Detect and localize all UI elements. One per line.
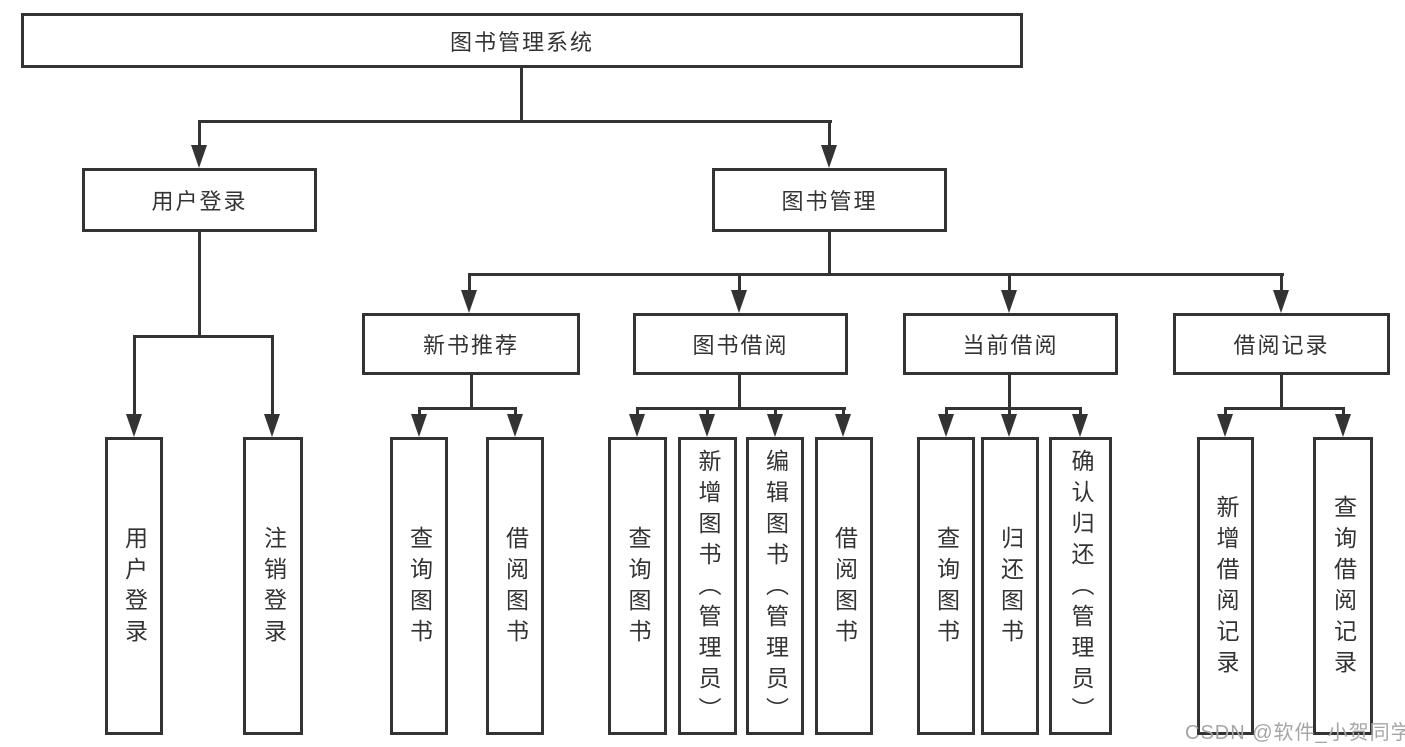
node-label: 图书借阅 xyxy=(692,333,789,358)
node-leaf-borrow-books: 借阅图书 xyxy=(815,437,873,735)
node-label: 新增图书（管理员） xyxy=(695,448,721,728)
node-label: 编辑图书（管理员） xyxy=(762,448,789,728)
connector-line xyxy=(1224,407,1227,417)
connector-line xyxy=(1342,407,1345,417)
arrowhead-down xyxy=(507,414,523,437)
node-leaf-query-books-borrowing: 查询图书 xyxy=(608,437,667,735)
node-label: 借阅图书 xyxy=(502,526,529,650)
arrowhead-down xyxy=(191,145,207,168)
node-library-management-system: 图书管理系统 xyxy=(21,13,1023,68)
arrowhead-down xyxy=(264,414,280,437)
connector-line xyxy=(468,273,1284,276)
node-label: 确认归还（管理员） xyxy=(1068,448,1094,728)
node-leaf-query-borrow-record: 查询借阅记录 xyxy=(1313,437,1373,735)
node-leaf-user-login: 用户登录 xyxy=(105,437,163,735)
node-label: 当前借阅 xyxy=(962,333,1059,358)
node-label: 新增借阅记录 xyxy=(1213,495,1239,681)
arrowhead-down xyxy=(629,414,645,437)
node-leaf-confirm-return-admin: 确认归还（管理员） xyxy=(1049,437,1112,735)
node-label: 查询借阅记录 xyxy=(1330,495,1357,681)
node-current-borrowing: 当前借阅 xyxy=(903,313,1118,375)
node-label: 查询图书 xyxy=(933,526,960,650)
connector-line xyxy=(1008,273,1011,291)
node-label: 图书管理 xyxy=(781,189,878,214)
connector-line xyxy=(1008,375,1011,409)
connector-line xyxy=(706,407,709,417)
node-book-borrowing: 图书借阅 xyxy=(633,313,848,375)
node-leaf-logout: 注销登录 xyxy=(243,437,303,735)
arrowhead-down xyxy=(767,414,783,437)
node-label: 新书推荐 xyxy=(422,333,519,358)
node-leaf-add-books-admin: 新增图书（管理员） xyxy=(678,437,737,735)
connector-line xyxy=(945,407,1082,410)
node-label: 用户登录 xyxy=(121,526,148,650)
node-user-login: 用户登录 xyxy=(82,168,317,232)
connector-line xyxy=(1079,407,1082,417)
node-label: 用户登录 xyxy=(151,189,248,214)
connector-line xyxy=(520,68,523,122)
node-leaf-return-books: 归还图书 xyxy=(981,437,1039,735)
connector-line xyxy=(828,120,831,148)
connector-line xyxy=(198,120,201,148)
connector-line xyxy=(418,407,421,417)
node-leaf-query-books-recommend: 查询图书 xyxy=(390,437,448,735)
connector-line xyxy=(774,407,777,417)
connector-line xyxy=(468,273,471,291)
node-label: 借阅记录 xyxy=(1233,333,1330,358)
node-borrowing-records: 借阅记录 xyxy=(1173,313,1390,375)
arrowhead-down xyxy=(411,414,427,437)
connector-line xyxy=(1224,407,1345,410)
arrowhead-down xyxy=(461,290,477,313)
node-label: 借阅图书 xyxy=(831,526,858,650)
arrowhead-down xyxy=(1217,414,1233,437)
connector-line xyxy=(198,120,832,123)
watermark: CSDN @软件_小贺同学 xyxy=(1185,722,1405,744)
node-new-book-recommend: 新书推荐 xyxy=(362,313,580,375)
node-label: 注销登录 xyxy=(260,526,287,650)
connector-line xyxy=(1008,407,1011,417)
connector-line xyxy=(636,407,639,417)
node-book-management: 图书管理 xyxy=(712,168,947,232)
arrowhead-down xyxy=(699,414,715,437)
arrowhead-down xyxy=(731,290,747,313)
connector-line xyxy=(828,232,831,276)
arrowhead-down xyxy=(1001,290,1017,313)
connector-line xyxy=(945,407,948,417)
node-label: 图书管理系统 xyxy=(449,29,594,55)
connector-line xyxy=(738,273,741,291)
connector-line xyxy=(514,407,517,417)
connector-line xyxy=(133,335,136,415)
node-leaf-query-books-current: 查询图书 xyxy=(917,437,975,735)
connector-line xyxy=(198,232,201,338)
node-label: 归还图书 xyxy=(997,526,1024,650)
connector-line xyxy=(1280,375,1283,409)
arrowhead-down xyxy=(938,414,954,437)
connector-line xyxy=(738,375,741,409)
arrowhead-down xyxy=(1335,414,1351,437)
node-label: 查询图书 xyxy=(406,526,433,650)
connector-line xyxy=(470,375,473,409)
node-label: 查询图书 xyxy=(625,526,651,650)
arrowhead-down xyxy=(1001,414,1017,437)
connector-line xyxy=(1280,273,1283,291)
node-leaf-borrow-books-recommend: 借阅图书 xyxy=(486,437,544,735)
arrowhead-down xyxy=(1273,290,1289,313)
connector-line xyxy=(271,335,274,415)
node-leaf-edit-books-admin: 编辑图书（管理员） xyxy=(746,437,804,735)
node-leaf-add-borrow-record: 新增借阅记录 xyxy=(1197,437,1254,735)
connector-line xyxy=(636,407,846,410)
arrowhead-down xyxy=(835,414,851,437)
arrowhead-down xyxy=(1072,414,1088,437)
connector-line xyxy=(133,335,274,338)
connector-line xyxy=(418,407,517,410)
arrowhead-down xyxy=(821,145,837,168)
arrowhead-down xyxy=(126,414,142,437)
connector-line xyxy=(842,407,845,417)
